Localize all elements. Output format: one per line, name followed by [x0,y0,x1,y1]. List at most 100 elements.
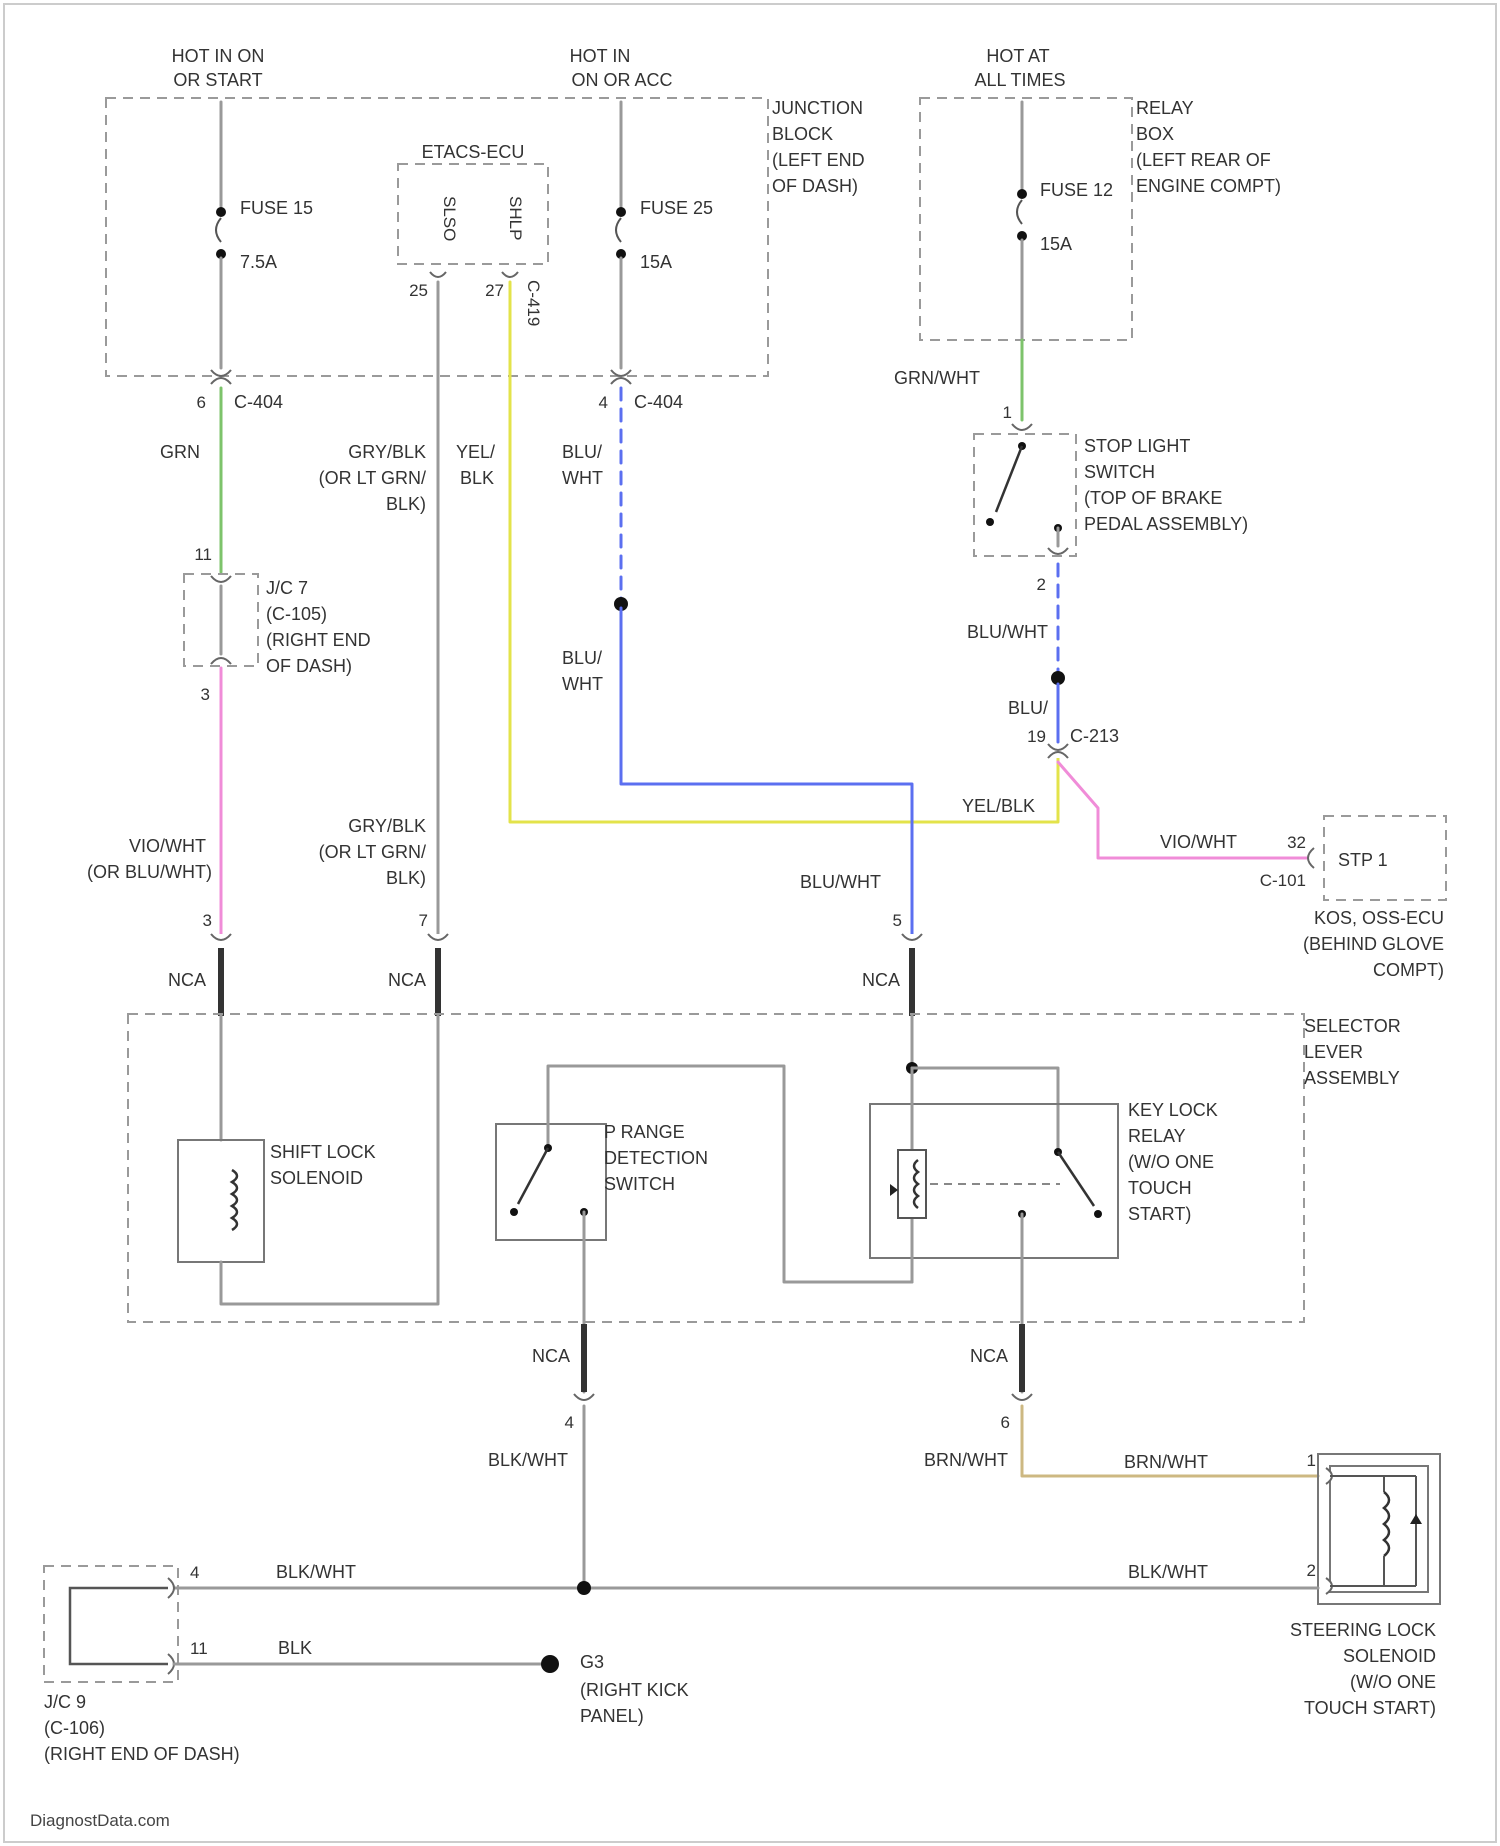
footer-watermark: DiagnostData.com [30,1811,170,1830]
steering-lock-label-4: TOUCH START) [1304,1698,1436,1718]
key-lock-blade [1058,1152,1094,1206]
nca-label-6: NCA [970,1346,1008,1366]
selector-label-2: LEVER [1304,1042,1363,1062]
etacs-pin-slso: SLSO [440,196,459,241]
sel-terminal-7 [428,934,448,940]
stop-switch-top-terminal [1012,424,1032,430]
jc7-bottom-terminal [211,658,231,664]
nca-label-4: NCA [532,1346,570,1366]
c404-left-terminal-mate [211,378,231,384]
hot-always-label-1: HOT AT [986,46,1049,66]
sel-pin-6: 6 [1001,1413,1010,1432]
key-lock-label-1: KEY LOCK [1128,1100,1218,1120]
fuse15-terminal-top [216,207,226,217]
fuse15-name: FUSE 15 [240,198,313,218]
sel-pin-7: 7 [419,911,428,930]
wire-vio-wht-label: VIO/WHT [129,836,206,856]
wire-vio-wht-ecu-label: VIO/WHT [1160,832,1237,852]
wire-blu-wht-sel-label: BLU/WHT [800,872,881,892]
jc7-bottom-pin: 3 [201,685,210,704]
steering-lock-coil-icon [1384,1492,1389,1556]
fuse12-terminal-top [1017,189,1027,199]
shift-lock-label-2: SOLENOID [270,1168,363,1188]
c213-terminal [1048,744,1068,750]
key-lock-contact-right [1094,1210,1102,1218]
relay-box-label-3: (LEFT REAR OF [1136,150,1271,170]
jc9-label-1: J/C 9 [44,1692,86,1712]
wire-grn-wht-label: GRN/WHT [894,368,980,388]
jc7-top-pin: 11 [194,545,212,564]
wire-wht-lower-label: WHT [562,674,603,694]
jc9-terminal-4 [168,1578,174,1598]
sel-terminal-5 [902,934,922,940]
steering-lock-inner-box [1330,1466,1428,1592]
junction-block-label-4: OF DASH) [772,176,858,196]
jc7-label-2: (C-105) [266,604,327,624]
c404-right-pin: 4 [599,393,608,412]
wire-blk-wht-left-label: BLK/WHT [276,1562,356,1582]
wire-wht-upper-label: WHT [562,468,603,488]
fuse15-amp: 7.5A [240,252,277,272]
jc9-pin-11: 11 [190,1639,208,1658]
fuse12-name: FUSE 12 [1040,180,1113,200]
etacs-pin-27: 27 [485,281,504,300]
shift-lock-label-1: SHIFT LOCK [270,1142,376,1162]
wire-grn-label: GRN [160,442,200,462]
key-lock-label-4: TOUCH [1128,1178,1192,1198]
junction-block-label-3: (LEFT END [772,150,865,170]
jc9-bus [70,1588,174,1664]
wire-brn-wht-label-right: BRN/WHT [1124,1452,1208,1472]
kos-ecu-label-2: (BEHIND GLOVE [1303,934,1444,954]
c213-pin: 19 [1027,727,1046,746]
c101-label: C-101 [1260,871,1306,890]
steer-pin-1: 1 [1307,1451,1316,1470]
jc7-label-3: (RIGHT END [266,630,371,650]
etacs-pin-25: 25 [409,281,428,300]
ground-g3-label-1: (RIGHT KICK [580,1680,689,1700]
c404-left-pin: 6 [197,393,206,412]
jc7-label-4: OF DASH) [266,656,352,676]
wire-blu-lower-label: BLU/ [562,648,602,668]
wire-or-blu-wht-label: (OR BLU/WHT) [87,862,212,882]
stp-terminal [1308,848,1314,868]
nca-label-5: NCA [862,970,900,990]
relay-box-label-1: RELAY [1136,98,1194,118]
wire-yel-blk-label: YEL/BLK [962,796,1035,816]
stop-switch-label-4: PEDAL ASSEMBLY) [1084,514,1248,534]
relay-box [920,98,1132,340]
sel-pin-5: 5 [893,911,902,930]
selector-label-1: SELECTOR [1304,1016,1401,1036]
sel-terminal-3 [211,934,231,940]
steering-lock-label-1: STEERING LOCK [1290,1620,1436,1640]
steer-coil-lead-bottom [1330,1556,1384,1586]
wire-blu-upper-stop-label: BLU/ [1008,698,1048,718]
wire-blk-ground-label: BLK [278,1638,312,1658]
sel-terminal-4 [574,1394,594,1400]
stop-switch-blade [996,446,1022,512]
jc7-label-1: J/C 7 [266,578,308,598]
sel-terminal-6 [1012,1394,1032,1400]
wire-stop-blu-wht-label: BLU/WHT [967,622,1048,642]
jc9-pin-4: 4 [190,1563,199,1582]
page-border [4,4,1496,1842]
p-range-label-1: P RANGE [604,1122,685,1142]
c213-terminal-mate [1048,752,1068,758]
p-range-label-2: DETECTION [604,1148,708,1168]
wire-brn-wht-label-left: BRN/WHT [924,1450,1008,1470]
wire-blk-label: BLK [460,468,494,488]
stop-switch-bottom-pin: 2 [1037,575,1046,594]
hot-run-start-label-1: HOT IN ON [172,46,265,66]
junction-block-label-2: BLOCK [772,124,833,144]
p-range-contact-left [510,1208,518,1216]
wire-gry-blk-upper-label: GRY/BLK [348,442,426,462]
stp-pin: 32 [1287,833,1306,852]
etacs-pin-shlp: SHLP [506,196,525,240]
jc7-top-terminal [211,576,231,582]
key-lock-label-3: (W/O ONE [1128,1152,1214,1172]
fuse25-symbol [616,218,621,242]
stp-label: STP 1 [1338,850,1388,870]
steering-lock-label-2: SOLENOID [1343,1646,1436,1666]
p-range-switch-box [496,1124,606,1240]
c213-label: C-213 [1070,726,1119,746]
